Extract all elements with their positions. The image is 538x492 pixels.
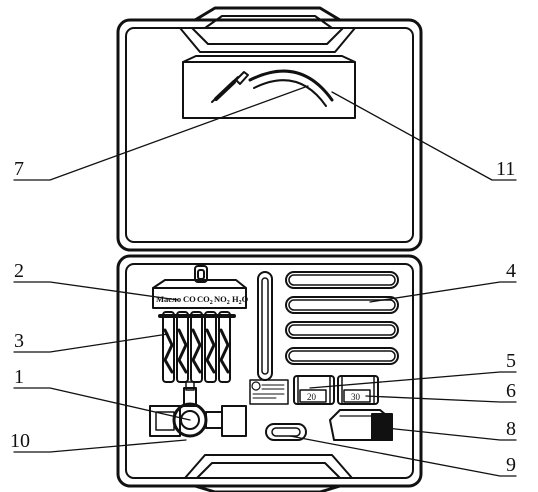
vertical-slot	[257, 271, 273, 381]
label-card	[249, 379, 289, 405]
label-h2o: H2O	[232, 294, 249, 306]
oval-part	[265, 423, 307, 441]
callout-6: 6	[506, 380, 516, 402]
lid-pocket	[182, 55, 356, 119]
indicator-tube	[190, 311, 203, 383]
indicator-tube	[176, 311, 189, 383]
case-lid	[116, 6, 423, 252]
indicator-tube	[162, 311, 175, 383]
label-maslo: Масло	[156, 294, 181, 304]
aspirator-pump	[149, 381, 247, 438]
callout-1: 1	[14, 366, 24, 388]
indicator-tubes	[158, 311, 236, 383]
callout-11: 11	[496, 158, 515, 180]
leader-3	[13, 333, 169, 353]
callout-3: 3	[14, 330, 24, 352]
leader-10	[13, 439, 187, 453]
flexible-tube	[248, 69, 334, 107]
leader-4	[369, 281, 517, 303]
vial-20	[293, 375, 335, 405]
vial-30-label: 30	[351, 392, 361, 402]
label-co2: CO2	[197, 294, 213, 306]
leader-9	[289, 435, 517, 477]
callout-2: 2	[14, 260, 24, 282]
probe-needle	[211, 71, 249, 103]
callout-7: 7	[14, 158, 24, 180]
leader-5	[309, 371, 517, 389]
leader-6	[365, 395, 517, 403]
callout-8: 8	[506, 418, 516, 440]
label-no2: NO2	[214, 294, 230, 306]
vertical-slot-inner	[261, 277, 269, 375]
indicator-tube	[218, 311, 231, 383]
leader-2	[13, 281, 179, 301]
leader-7	[13, 85, 309, 181]
leader-8	[385, 427, 517, 441]
callout-5: 5	[506, 350, 516, 372]
label-co: CO	[183, 294, 196, 304]
rubber-bulb	[329, 409, 393, 441]
callout-9: 9	[506, 454, 516, 476]
leader-11	[331, 91, 517, 181]
callout-4: 4	[506, 260, 516, 282]
vial-20-label: 20	[307, 392, 317, 402]
leader-lines	[13, 85, 517, 477]
callout-10: 10	[10, 430, 30, 452]
case-base	[116, 254, 423, 492]
tube-rack	[152, 265, 247, 309]
spare-tube-slots	[285, 271, 399, 365]
indicator-tube	[204, 311, 217, 383]
leader-1	[13, 387, 191, 421]
